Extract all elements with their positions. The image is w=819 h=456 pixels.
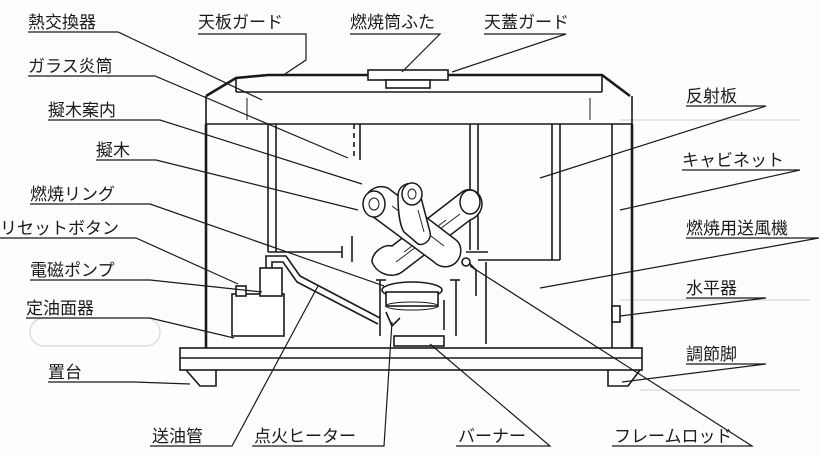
level-part bbox=[611, 305, 621, 323]
leader-lines bbox=[0, 31, 819, 447]
label-cabinet: キャビネット bbox=[682, 151, 784, 171]
imitation-logs bbox=[362, 182, 483, 276]
label-level: 水平器 bbox=[686, 279, 737, 299]
label-oil-feed-pipe: 送油管 bbox=[152, 427, 203, 447]
label-solenoid-pump: 電磁ポンプ bbox=[30, 261, 115, 281]
label-imitation-log: 擬木 bbox=[96, 141, 130, 161]
reflector-block bbox=[466, 124, 561, 261]
label-burner: バーナー bbox=[458, 427, 526, 447]
background-traces bbox=[29, 119, 810, 391]
oil-system bbox=[231, 255, 381, 337]
glass-flame-tube-left bbox=[267, 124, 361, 262]
label-reflector: 反射板 bbox=[686, 87, 737, 107]
label-combustion-tube-lid: 燃焼筒ふた bbox=[350, 13, 435, 33]
label-glass-flame-tube: ガラス炎筒 bbox=[28, 57, 113, 77]
label-lid-guard: 天蓋ガード bbox=[484, 13, 569, 33]
label-heat-exchanger: 熱交換器 bbox=[28, 13, 96, 33]
label-flame-rod: フレームロッド bbox=[614, 427, 733, 447]
burner-part bbox=[393, 335, 445, 347]
labels: 熱交換器 天板ガード 燃焼筒ふた 天蓋ガード ガラス炎筒 擬木案内 反射板 擬木… bbox=[0, 13, 788, 447]
label-log-guide: 擬木案内 bbox=[48, 101, 116, 121]
label-combustion-fan: 燃焼用送風機 bbox=[686, 219, 788, 239]
heater-body bbox=[179, 69, 643, 387]
combustion-tube-lid-part bbox=[367, 69, 449, 81]
combustion-ring-body bbox=[385, 291, 439, 307]
oil-level-regulator-part bbox=[231, 293, 285, 337]
reset-button-part bbox=[235, 285, 247, 297]
label-reset-button: リセットボタン bbox=[0, 219, 119, 239]
label-combustion-ring: 燃焼リング bbox=[30, 185, 115, 205]
burner-assembly bbox=[376, 257, 477, 347]
label-top-guard: 天板ガード bbox=[198, 13, 283, 33]
solenoid-pump-part bbox=[259, 267, 283, 297]
label-oil-level-regulator: 定油面器 bbox=[26, 299, 94, 319]
label-igniter-heater: 点火ヒーター bbox=[254, 427, 356, 447]
label-base: 置台 bbox=[48, 363, 82, 383]
label-adjuster-foot: 調節脚 bbox=[686, 345, 737, 365]
